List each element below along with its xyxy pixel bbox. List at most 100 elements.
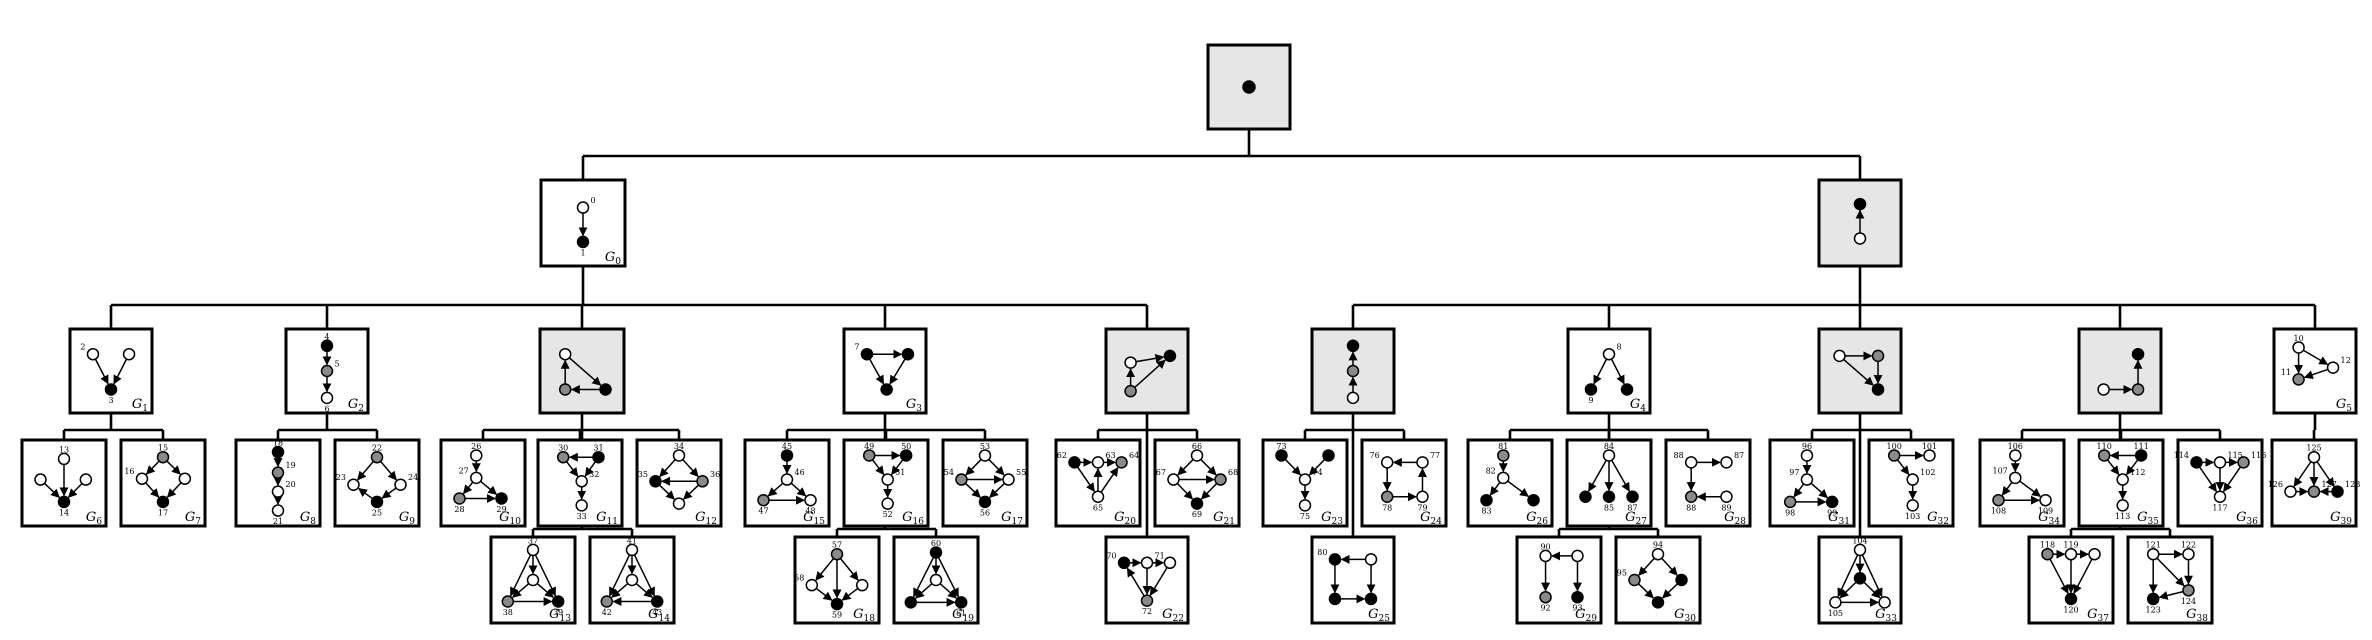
graph-edge: [2303, 368, 2329, 379]
graph-edge: [891, 459, 904, 476]
graph-edge: [67, 482, 83, 498]
graph-vertex: [881, 473, 894, 486]
graph-vertex: [1242, 80, 1256, 94]
graph-edge: [988, 458, 1005, 476]
graph-vertex: [1140, 594, 1154, 607]
graph-vertex: [1800, 473, 1814, 486]
graph-edge: [1489, 481, 1501, 496]
vertex-label: 26: [471, 442, 481, 451]
vertex-label: 25: [372, 508, 382, 517]
graph-vertex: [1853, 543, 1867, 557]
graph-vertex: [1124, 356, 1137, 369]
vertex-label: 122: [2181, 541, 2196, 550]
graph-edge: [1611, 459, 1630, 492]
vertex-label: 45: [782, 442, 792, 451]
vertex-label: 0: [591, 196, 596, 205]
vertex-label: 111: [2134, 442, 2149, 451]
graph-edge: [358, 487, 374, 500]
graph-vertex: [1416, 490, 1429, 504]
graph-edge: [2001, 481, 2013, 496]
graph-edge: [1135, 353, 1165, 363]
graph-edge: [584, 461, 596, 477]
graph-vertex: [558, 383, 572, 396]
graph-vertex: [122, 347, 136, 361]
graph-edge: [1149, 567, 1168, 596]
vertex-label: 55: [1016, 468, 1026, 477]
graph-edge: [964, 482, 981, 499]
graph-box-frame: [1817, 327, 1903, 415]
graph-edge: [2106, 459, 2120, 476]
vertex-label: 74: [1313, 468, 1323, 477]
vertex-label: 4: [324, 332, 329, 341]
graph-vertex: [862, 449, 876, 462]
graph-vertex: [1571, 549, 1584, 563]
vertex-label: 95: [1617, 569, 1627, 578]
vertex-label: 53: [980, 442, 990, 451]
graph-vertex: [1380, 456, 1394, 469]
graph-edge: [1863, 581, 1881, 599]
graph-vertex: [1675, 573, 1688, 587]
vertex-label: 1: [580, 248, 585, 257]
vertex-label: 23: [336, 473, 346, 482]
graph-edge: [1839, 581, 1857, 599]
graph-vertex: [1720, 456, 1733, 469]
vertex-label: 2: [80, 343, 85, 352]
graph-edge: [839, 557, 859, 581]
vertex-label: 57: [832, 541, 842, 550]
vertex-label: 66: [1192, 442, 1202, 451]
graph-vertex: [1117, 556, 1131, 570]
vertex-label: 113: [2115, 512, 2130, 521]
graph-edge: [939, 583, 958, 599]
graph-edge: [2158, 590, 2184, 600]
graph-box-frame: [1515, 535, 1603, 625]
graph-vertex: [526, 573, 540, 587]
graph-edge: [1810, 482, 1828, 499]
graph-edge: [1134, 359, 1166, 389]
graph-vertex: [881, 497, 894, 510]
graph-vertex: [1720, 490, 1733, 504]
vertex-label: 104: [1852, 536, 1867, 545]
graph-vertex: [2041, 547, 2054, 561]
graph-vertex: [1923, 449, 1936, 462]
graph-vertex: [271, 485, 285, 498]
graph-edge: [380, 460, 397, 481]
graph-vertex: [830, 597, 844, 611]
graph-vertex: [79, 473, 93, 486]
graph-edge: [568, 357, 602, 386]
graph-vertex: [901, 347, 915, 361]
graph-vertex: [57, 452, 71, 466]
graph-box-frame: [1310, 535, 1396, 625]
graph-vertex: [696, 475, 709, 488]
graph-edge: [1284, 458, 1302, 476]
graph-vertex: [576, 235, 590, 249]
graph-vertex: [495, 492, 508, 505]
graph-vertex: [347, 478, 360, 491]
graph-vertex: [1571, 590, 1584, 604]
graph-vertex: [156, 450, 170, 464]
vertex-label: 68: [1228, 468, 1238, 477]
graph-vertex: [501, 595, 515, 608]
graph-vertex: [1480, 493, 1493, 507]
vertex-label: 6: [324, 404, 329, 413]
vertex-label: 109: [2038, 507, 2053, 516]
graph-vertex: [1539, 590, 1552, 604]
graph-edge: [868, 358, 885, 385]
graph-edge: [1638, 557, 1655, 576]
vertex-label: 70: [1106, 551, 1116, 560]
graph-edge: [2302, 349, 2329, 366]
graph-vertex: [780, 473, 794, 486]
graph-edge: [1100, 466, 1119, 493]
graph-vertex: [954, 596, 968, 609]
graph-vertex: [2131, 347, 2145, 361]
graph-vertex: [576, 201, 590, 214]
graph-vertex: [1167, 473, 1180, 486]
graph-vertex: [860, 347, 874, 361]
graph-edge: [2073, 558, 2093, 594]
graph-edge: [2156, 557, 2185, 587]
